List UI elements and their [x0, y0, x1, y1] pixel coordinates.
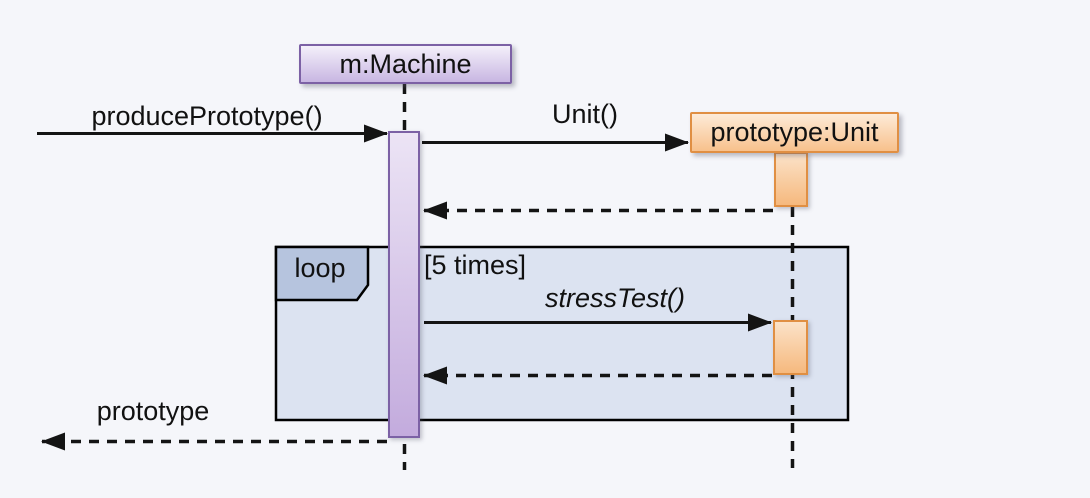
loop-operator-label: loop — [294, 253, 346, 283]
machine-activation-bar — [388, 131, 420, 438]
produce-prototype-label: producePrototype() — [91, 101, 323, 131]
prototype-unit-activation-bar-stresstest — [773, 320, 808, 375]
prototype-unit-lifeline-label: prototype:Unit — [710, 117, 879, 147]
loop-operator-tab — [274, 245, 370, 302]
prototype-return-label: prototype — [96, 396, 210, 426]
machine-lifeline-label: m:Machine — [339, 48, 472, 79]
loop-guard-label: [5 times] — [424, 250, 527, 280]
unit-create-label: Unit() — [552, 99, 618, 129]
stress-test-label: stressTest() — [544, 283, 686, 313]
prototype-unit-lifeline-head: prototype:Unit — [690, 112, 899, 153]
loop-fragment-frame — [274, 245, 850, 422]
machine-lifeline-head: m:Machine — [299, 44, 512, 84]
prototype-unit-activation-bar-create — [774, 152, 808, 207]
